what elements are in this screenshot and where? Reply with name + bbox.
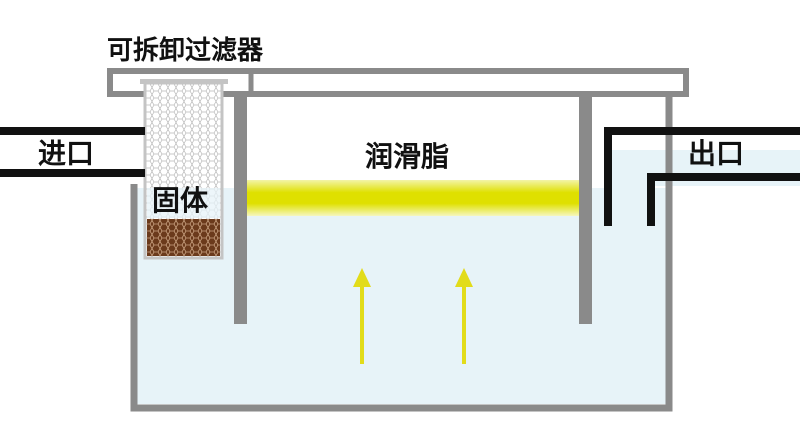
outlet-label: 出口 [688,137,744,170]
outlet-pipe-bottom [647,173,800,226]
outlet-baffle [579,94,592,324]
outlet-pipe-top [604,127,800,226]
tank-lid [107,68,689,97]
inlet-label: 进口 [38,137,94,170]
filter-basket-water [147,188,220,218]
solids-mesh [147,219,220,256]
inlet-baffle [234,94,247,324]
grease-layer [247,180,579,216]
outlet-water-lower [608,186,648,226]
filter-top-bar [140,79,228,84]
grease-label: 润滑脂 [365,140,449,173]
up-arrow-icon [455,268,473,364]
up-arrow-icon [353,268,371,364]
filter-label: 可拆卸过滤器 [107,35,264,66]
solids-label: 固体 [152,184,209,217]
tank-wall [130,94,673,412]
